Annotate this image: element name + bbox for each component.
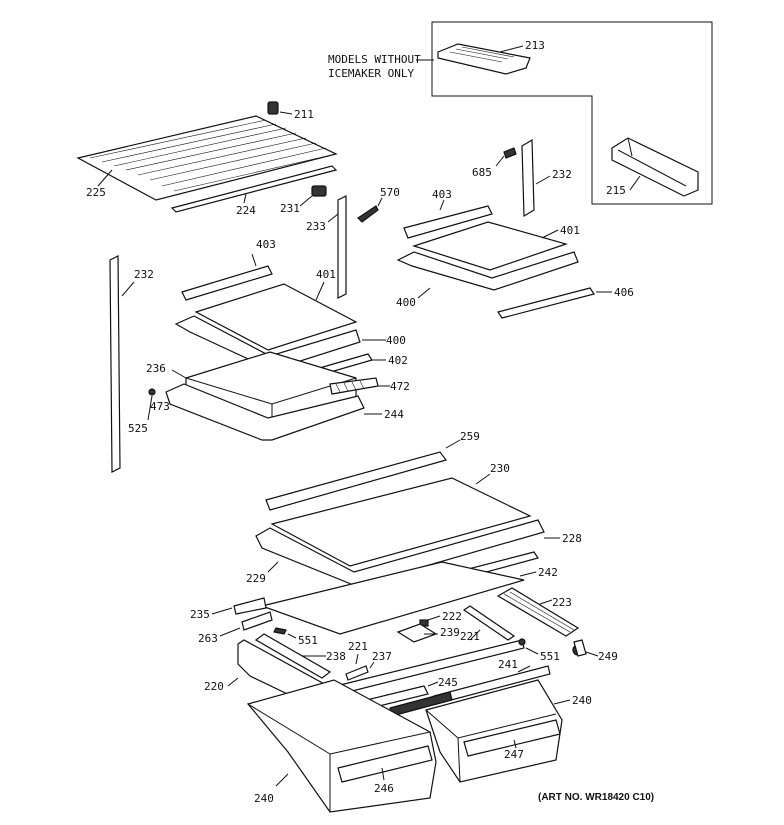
label-221-left: 238 [326,650,346,663]
inset-frame [431,21,713,205]
label-551-left: 551 [298,634,318,647]
part-224-trim [170,165,338,213]
label-244: 244 [384,408,404,421]
label-233: 233 [306,220,326,233]
label-400-right: 400 [396,296,416,309]
label-403-right: 403 [432,188,452,201]
label-211: 211 [294,108,314,121]
part-232-rail-left [109,255,121,473]
label-221-right: 221 [460,630,480,643]
label-238: 221 [348,640,368,653]
label-570: 570 [380,186,400,199]
part-225-wire-shelf [76,115,338,201]
label-215: 215 [606,184,626,197]
part-233-rail [337,195,347,299]
label-406: 406 [614,286,634,299]
label-473: 473 [150,400,170,413]
label-232-left: 232 [134,268,154,281]
label-241: 241 [498,658,518,671]
part-406 [497,287,595,319]
part-400-right [396,251,579,291]
part-238-clip [345,665,369,681]
part-551-screw-left [273,627,287,635]
label-247: 247 [504,748,524,761]
part-235-bracket [233,597,267,615]
part-401-right [412,221,569,271]
part-crisper-cover [259,561,525,635]
part-570-screw [357,205,379,223]
inset-note-line2: ICEMAKER ONLY [328,67,414,80]
label-225: 225 [86,186,106,199]
label-401-right: 401 [560,224,580,237]
part-211-clip [267,101,279,115]
part-401-left [194,283,358,351]
label-403-left: 403 [256,238,276,251]
part-551-screw-right [518,638,526,646]
label-223: 223 [552,596,572,609]
label-245: 245 [438,676,458,689]
part-221-rail-left [254,633,332,679]
part-249-roller [572,639,587,657]
label-525: 525 [128,422,148,435]
label-685: 685 [472,166,492,179]
label-213: 213 [525,39,545,52]
label-220: 220 [204,680,224,693]
part-215-bin [611,137,699,197]
part-403-right [403,205,493,239]
label-224: 224 [236,204,256,217]
label-231: 231 [280,202,300,215]
part-240-pan-left [246,679,437,813]
part-228-frame [255,519,545,587]
part-403-left [181,265,273,301]
label-229: 229 [246,572,266,585]
label-263: 263 [198,632,218,645]
part-685-screw [503,147,517,159]
label-235: 235 [190,608,210,621]
label-240-left: 240 [254,792,274,805]
label-472: 472 [390,380,410,393]
part-240-pan-right [425,679,563,783]
label-551-right: 551 [540,650,560,663]
part-263-bracket [241,611,273,631]
part-223-slide [496,587,580,637]
part-259-trim [265,451,448,511]
label-222: 222 [442,610,462,623]
label-232-right: 232 [552,168,572,181]
label-237: 237 [372,650,392,663]
part-525-screw [148,388,156,396]
part-230-glass [270,477,532,567]
part-231-clip [311,185,327,197]
label-240-right: 240 [572,694,592,707]
part-232-rail-right [521,138,535,218]
label-236: 236 [146,362,166,375]
label-230: 230 [490,462,510,475]
part-244-frame [165,383,365,441]
label-242: 242 [538,566,558,579]
inset-note-line1: MODELS WITHOUT [328,53,421,66]
label-259: 259 [460,430,480,443]
part-400-left [174,315,361,371]
art-number: (ART NO. WR18420 C10) [538,792,654,803]
label-401-left: 401 [316,268,336,281]
label-239: 239 [440,626,460,639]
part-213-ice-tray [437,43,531,75]
part-239-bracket [396,623,438,643]
label-228: 228 [562,532,582,545]
label-400-left: 400 [386,334,406,347]
label-246: 246 [374,782,394,795]
label-402: 402 [388,354,408,367]
label-249: 249 [598,650,618,663]
part-221-rail-right [462,605,516,641]
